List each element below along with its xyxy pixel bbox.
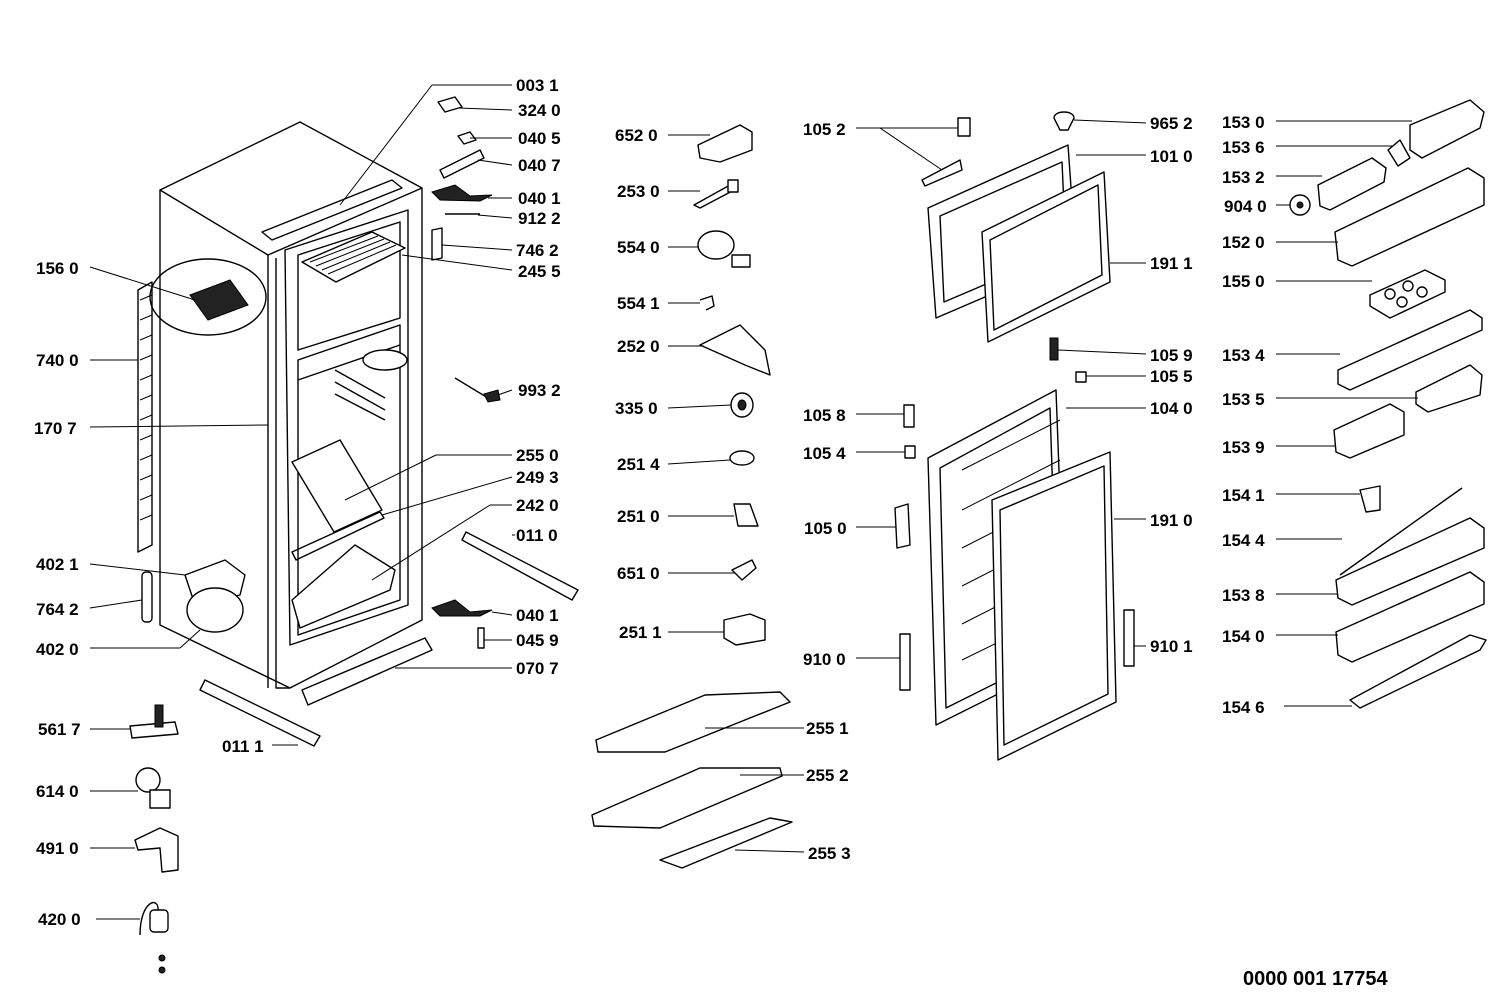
part-callout: 420 0 bbox=[38, 910, 81, 929]
part-callout: 614 0 bbox=[36, 782, 79, 801]
part-callout: 561 7 bbox=[38, 720, 81, 739]
part-callout: 554 1 bbox=[617, 294, 660, 313]
part-callout: 105 5 bbox=[1150, 367, 1193, 386]
loose-parts-left bbox=[129, 704, 179, 974]
part-callout: 154 1 bbox=[1222, 486, 1265, 505]
part-callout: 105 9 bbox=[1150, 346, 1193, 365]
part-callout: 153 0 bbox=[1222, 113, 1265, 132]
part-callout: 003 1 bbox=[516, 76, 559, 95]
part-callout: 335 0 bbox=[615, 399, 658, 418]
part-callout: 251 0 bbox=[617, 507, 660, 526]
part-callout: 402 1 bbox=[36, 555, 79, 574]
part-callout: 255 0 bbox=[516, 446, 559, 465]
part-callout: 154 6 bbox=[1222, 698, 1265, 717]
part-callout: 153 8 bbox=[1222, 586, 1265, 605]
part-callout: 045 9 bbox=[516, 631, 559, 650]
part-callout: 040 7 bbox=[518, 156, 561, 175]
doors bbox=[894, 111, 1135, 761]
part-callout: 652 0 bbox=[615, 126, 658, 145]
part-callout: 912 2 bbox=[518, 209, 561, 228]
part-callout: 255 1 bbox=[806, 719, 849, 738]
part-callout: 491 0 bbox=[36, 839, 79, 858]
part-callout: 402 0 bbox=[36, 640, 79, 659]
part-callout: 154 4 bbox=[1222, 531, 1265, 550]
part-callout: 324 0 bbox=[518, 101, 561, 120]
part-callout: 104 0 bbox=[1150, 399, 1193, 418]
part-callout: 255 3 bbox=[808, 844, 851, 863]
part-callout: 153 9 bbox=[1222, 438, 1265, 457]
part-callout: 153 6 bbox=[1222, 138, 1265, 157]
part-callout: 152 0 bbox=[1222, 233, 1265, 252]
part-callout: 910 1 bbox=[1150, 637, 1193, 656]
part-callout: 191 0 bbox=[1150, 511, 1193, 530]
part-callout: 070 7 bbox=[516, 659, 559, 678]
part-callout: 011 1 bbox=[222, 737, 264, 756]
part-callout: 251 1 bbox=[619, 623, 662, 642]
part-callout: 249 3 bbox=[516, 468, 559, 487]
part-callout: 764 2 bbox=[36, 600, 79, 619]
part-callout: 105 0 bbox=[804, 519, 847, 538]
door-shelves bbox=[1289, 99, 1487, 709]
document-id: 0000 001 17754 bbox=[1243, 968, 1388, 990]
part-callout: 554 0 bbox=[617, 238, 660, 257]
part-callout: 105 8 bbox=[803, 406, 846, 425]
part-callout: 191 1 bbox=[1150, 254, 1193, 273]
part-callout: 253 0 bbox=[617, 182, 660, 201]
part-callout: 011 0 bbox=[516, 526, 558, 545]
part-callout: 155 0 bbox=[1222, 272, 1265, 291]
part-callout: 251 4 bbox=[617, 455, 660, 474]
part-callout: 156 0 bbox=[36, 259, 79, 278]
middle-parts bbox=[591, 124, 793, 869]
part-callout: 170 7 bbox=[34, 419, 77, 438]
part-callout: 904 0 bbox=[1224, 197, 1267, 216]
part-callout: 153 2 bbox=[1222, 168, 1265, 187]
part-callout: 105 2 bbox=[803, 120, 846, 139]
part-callout: 740 0 bbox=[36, 351, 79, 370]
part-callout: 101 0 bbox=[1150, 147, 1193, 166]
part-callout: 105 4 bbox=[803, 444, 846, 463]
part-callout: 255 2 bbox=[806, 766, 849, 785]
part-callout: 040 1 bbox=[516, 606, 559, 625]
part-callout: 252 0 bbox=[617, 337, 660, 356]
part-callout: 153 5 bbox=[1222, 390, 1265, 409]
part-callout: 153 4 bbox=[1222, 346, 1265, 365]
part-callout: 040 1 bbox=[518, 189, 561, 208]
part-callout: 245 5 bbox=[518, 262, 561, 281]
part-callout: 154 0 bbox=[1222, 627, 1265, 646]
part-callout: 242 0 bbox=[516, 496, 559, 515]
fridge-cabinet bbox=[137, 96, 579, 747]
part-callout: 651 0 bbox=[617, 564, 660, 583]
part-callout: 993 2 bbox=[518, 381, 561, 400]
part-callout: 965 2 bbox=[1150, 114, 1193, 133]
part-callout: 746 2 bbox=[516, 241, 559, 260]
part-callout: 910 0 bbox=[803, 650, 846, 669]
part-callout: 040 5 bbox=[518, 129, 561, 148]
leader-lines bbox=[89, 84, 1418, 920]
